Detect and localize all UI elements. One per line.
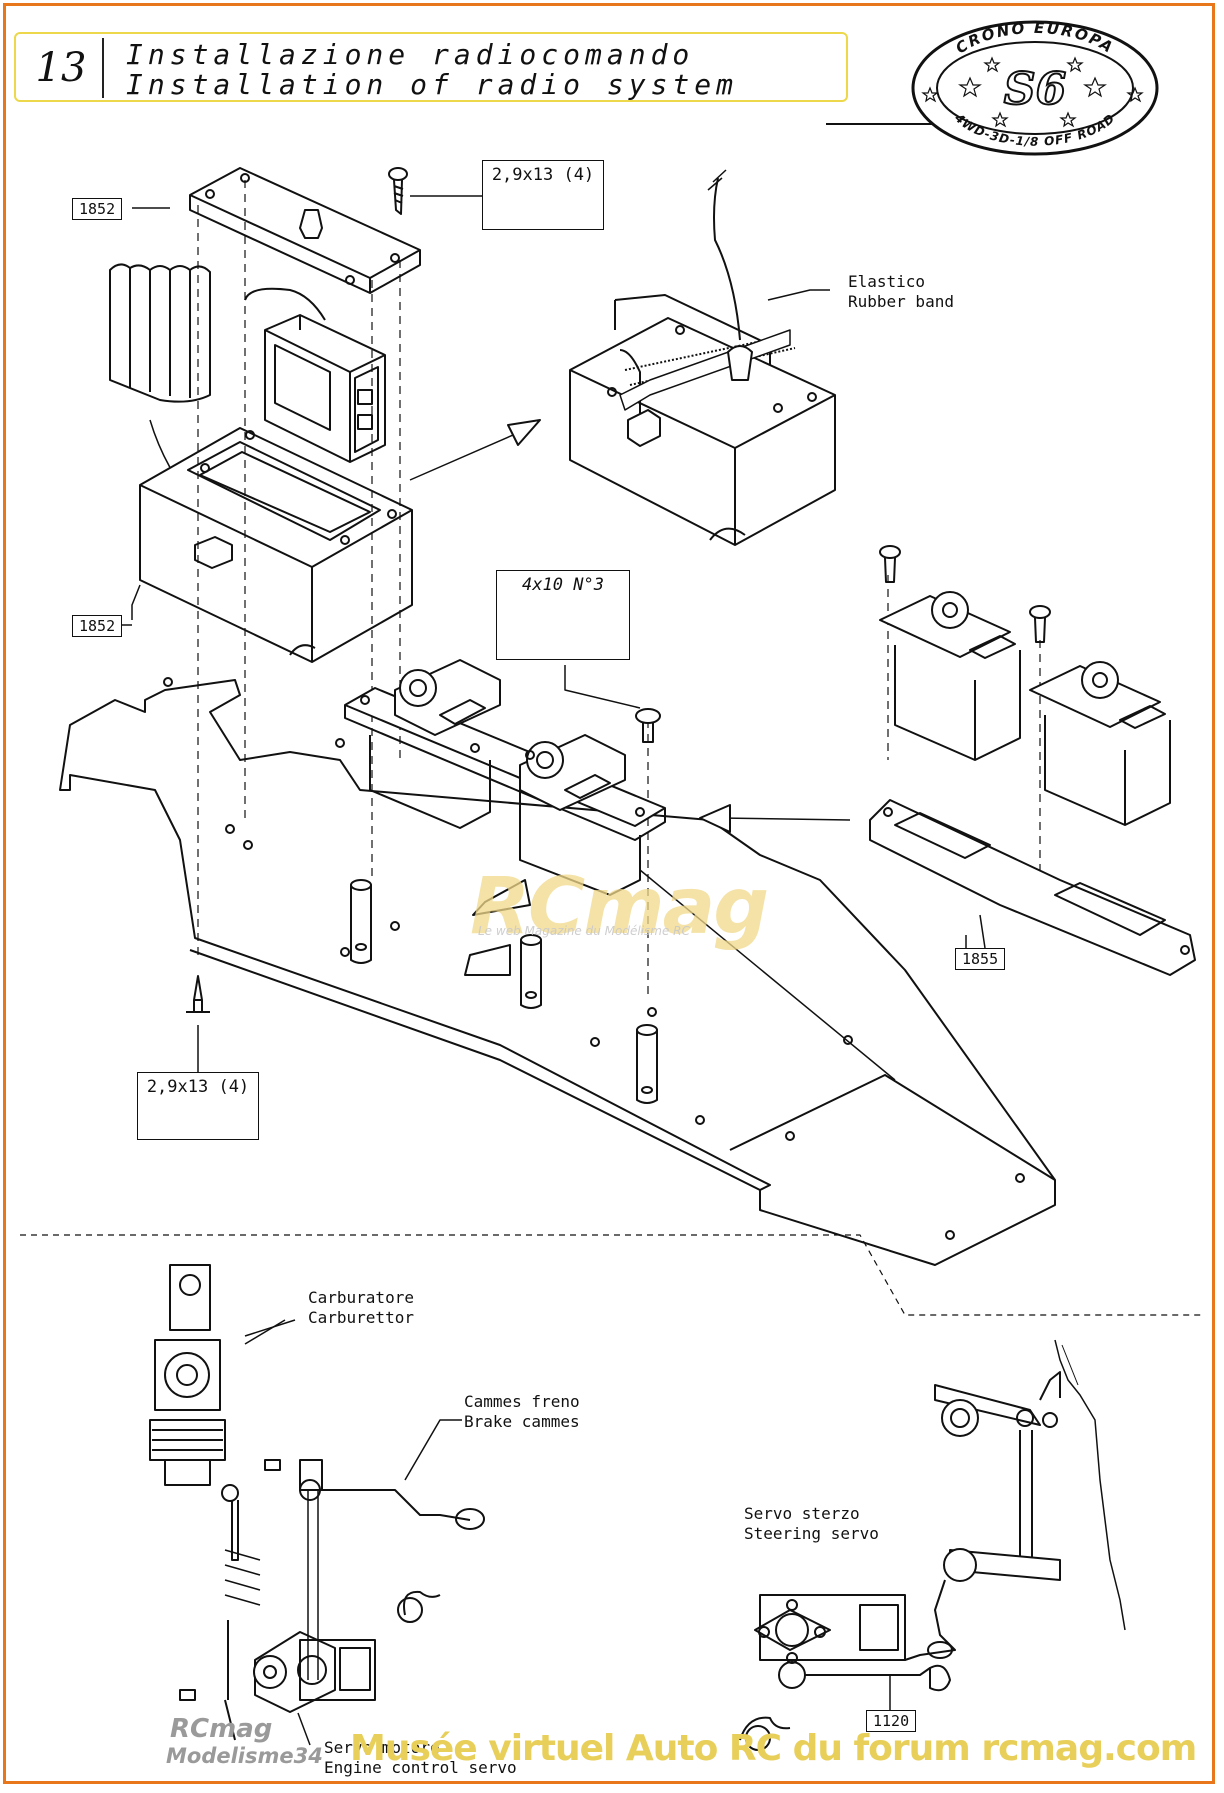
title-english: Installation of radio system (126, 68, 739, 101)
receiver (244, 287, 386, 463)
logo-stars-icon (921, 56, 1144, 128)
label-carb-it: Carburatore (308, 1288, 414, 1307)
logo-center-text: S6 (1004, 64, 1066, 115)
servo-screw-right-2 (1029, 605, 1051, 643)
screw-bottom (186, 975, 210, 1013)
post-3 (636, 1024, 658, 1104)
callout-screw-top: 2,9x13 (4) (482, 160, 604, 230)
receiver-box-lid (189, 167, 421, 294)
watermark-rcmag-center: RCmag (470, 862, 769, 952)
page-number: 13 (35, 45, 87, 91)
header-divider (102, 38, 104, 98)
part-tag-box-body: 1852 (72, 615, 123, 637)
label-engine-en: Engine control servo (324, 1758, 517, 1777)
callout-screw-bottom-label: 2,9x13 (4) (146, 1077, 250, 1097)
header-box (14, 32, 848, 102)
screw-top (388, 167, 408, 215)
servo-screw (635, 708, 661, 743)
watermark-corner-modelisme: Modelisme34 (166, 1744, 323, 1768)
title-italian: Installazione radiocomando (126, 38, 695, 71)
servo-screw-right-1 (879, 545, 901, 583)
callout-screw-top-label: 2,9x13 (4) (491, 165, 595, 185)
steering-linkage (739, 1339, 1126, 1751)
label-brake-it: Cammes freno (464, 1392, 580, 1411)
post-2 (520, 934, 542, 1009)
label-rubber-band-en: Rubber band (848, 292, 954, 311)
servo-plate-1855 (869, 799, 1196, 976)
assembled-receiver-box (569, 169, 836, 546)
label-rubber-band-it: Elastico (848, 272, 926, 291)
label-brake-en: Brake cammes (464, 1412, 580, 1431)
chassis-plate (59, 677, 1056, 1266)
servo-right-1 (879, 591, 1021, 761)
crono-europa-logo: CRONO EUROPA 4WD-3D-1/8 OFF ROAD S6 (911, 19, 1159, 156)
label-steer-en: Steering servo (744, 1524, 879, 1543)
watermark-rcmag-subtitle: Le web Magazine du Modélisme RC (478, 924, 690, 938)
page-frame (3, 3, 1215, 1784)
callout-screw-bottom: 2,9x13 (4) (137, 1072, 259, 1140)
label-steer-it: Servo sterzo (744, 1504, 860, 1523)
watermark-museum: Musée virtuel Auto RC du forum rcmag.com (350, 1728, 1197, 1769)
part-tag-steering-arm: 1120 (866, 1710, 917, 1732)
part-tag-box-lid: 1852 (72, 198, 123, 220)
post-1 (350, 879, 372, 964)
receiver-box-body (139, 427, 413, 663)
part-tag-servo-plate: 1855 (955, 948, 1006, 970)
mounted-servo-plate (344, 659, 666, 896)
label-engine-it: Servo motore (324, 1738, 440, 1757)
servo-right-2 (1029, 661, 1171, 826)
callout-screw-servo-label: 4x10 N°3 (522, 575, 604, 595)
label-carb-en: Carburettor (308, 1308, 414, 1327)
carburettor-linkage (149, 1264, 485, 1741)
watermark-corner-rcmag: RCmag (170, 1714, 273, 1744)
callout-screw-servo: 4x10 N°3 (496, 570, 630, 660)
